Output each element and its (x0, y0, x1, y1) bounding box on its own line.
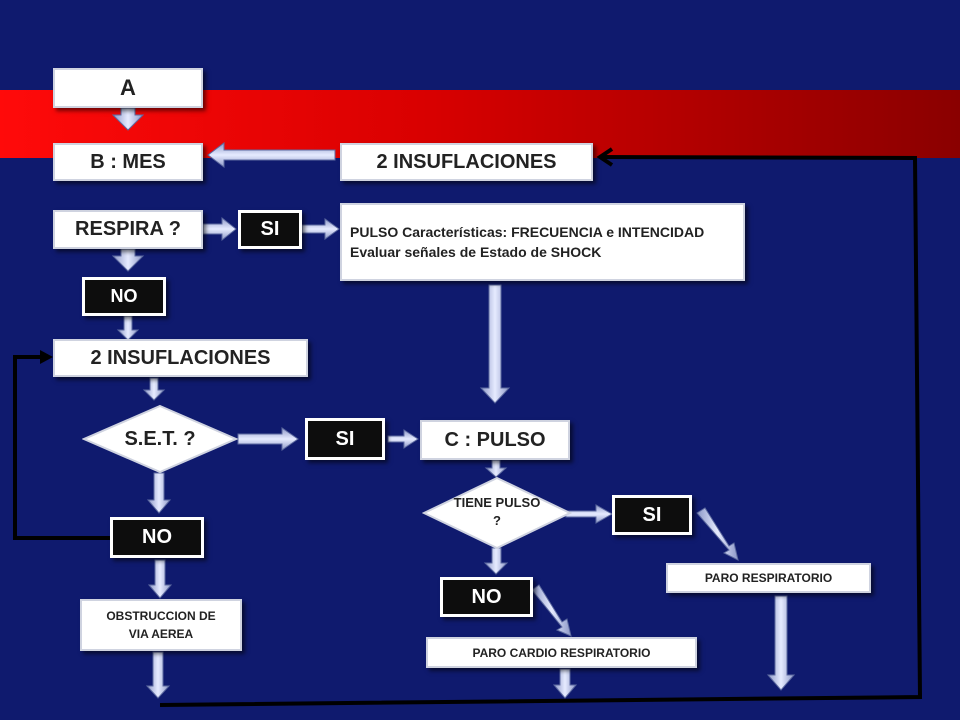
tiene-pulso-label: TIENE PULSO ? (453, 495, 541, 528)
si-set-label: SI (335, 427, 355, 450)
c-pulso-label: C : PULSO (444, 428, 546, 451)
no-respira-box: NO (82, 277, 166, 316)
insuflaciones-top-box: 2 INSUFLACIONES (340, 143, 593, 181)
arrow-set-to-si (237, 427, 299, 451)
b-mes-label: B : MES (90, 150, 166, 173)
loop-line-no-to-insuf (13, 355, 110, 540)
arrow-tiene-to-no (483, 547, 509, 575)
arrow-paro-resp-down (766, 595, 796, 691)
si-set-box: SI (305, 418, 385, 460)
arrow-si-to-cpulso (387, 429, 419, 449)
no-set-label: NO (142, 526, 172, 548)
return-arrowhead-insuf-top (596, 147, 614, 167)
arrow-respira-to-si (202, 216, 237, 242)
loop-arrowhead-insuf (40, 350, 53, 364)
respira-box: RESPIRA ? (53, 210, 203, 249)
no-pulso-label: NO (471, 585, 502, 608)
arrow-si-to-pulso (301, 218, 340, 240)
obstruccion-label: OBSTRUCCION DE VIA AEREA (106, 609, 216, 641)
arrow-respira-down (111, 248, 145, 272)
paro-respiratorio-box: PARO RESPIRATORIO (666, 563, 871, 593)
insuflaciones-top-label: 2 INSUFLACIONES (376, 150, 557, 173)
no-respira-label: NO (110, 286, 138, 306)
insuflaciones-mid-box: 2 INSUFLACIONES (53, 339, 308, 377)
arrow-a-to-bmes (111, 107, 145, 131)
arrow-pulso-to-cpulso (479, 284, 511, 404)
arrow-paro-cardio-down (552, 668, 578, 699)
insuflaciones-mid-label: 2 INSUFLACIONES (90, 346, 271, 369)
respira-label: RESPIRA ? (75, 218, 181, 240)
arrow-no-to-insuf (116, 315, 140, 341)
set-decision-label: S.E.T. ? (124, 427, 196, 450)
arrow-set-to-no (146, 472, 172, 514)
return-line-to-insuf-top (159, 155, 923, 707)
pulso-characteristics-box: PULSO Características: FRECUENCIA e INTE… (340, 203, 745, 281)
step-a-box: A (53, 68, 203, 108)
set-decision-diamond (82, 404, 238, 474)
arrow-insuf-to-set (142, 377, 166, 401)
b-mes-box: B : MES (53, 143, 203, 181)
arrow-tiene-to-si (565, 504, 614, 524)
tiene-pulso-diamond (422, 476, 572, 550)
si-pulso-box: SI (612, 495, 692, 535)
arrow-obstruccion-down (145, 651, 171, 699)
si-respira-box: SI (238, 210, 302, 249)
si-respira-label: SI (260, 218, 280, 240)
pulso-characteristics-label: PULSO Características: FRECUENCIA e INTE… (350, 224, 705, 260)
no-pulso-box: NO (440, 577, 533, 617)
obstruccion-box: OBSTRUCCION DE VIA AEREA (80, 599, 242, 651)
paro-cardio-box: PARO CARDIO RESPIRATORIO (426, 637, 697, 668)
paro-cardio-label: PARO CARDIO RESPIRATORIO (472, 645, 651, 660)
c-pulso-box: C : PULSO (420, 420, 570, 460)
arrow-insuf-to-bmes (207, 142, 336, 168)
arrow-si-to-paro-resp (696, 507, 739, 561)
arrow-cpulso-to-tiene (484, 459, 508, 478)
arrow-no-to-obstruccion (147, 559, 173, 599)
paro-respiratorio-label: PARO RESPIRATORIO (704, 571, 833, 585)
step-a-label: A (120, 75, 136, 100)
no-set-box: NO (110, 517, 204, 558)
si-pulso-label: SI (642, 503, 662, 526)
arrow-no-to-paro-cardio (531, 584, 572, 637)
